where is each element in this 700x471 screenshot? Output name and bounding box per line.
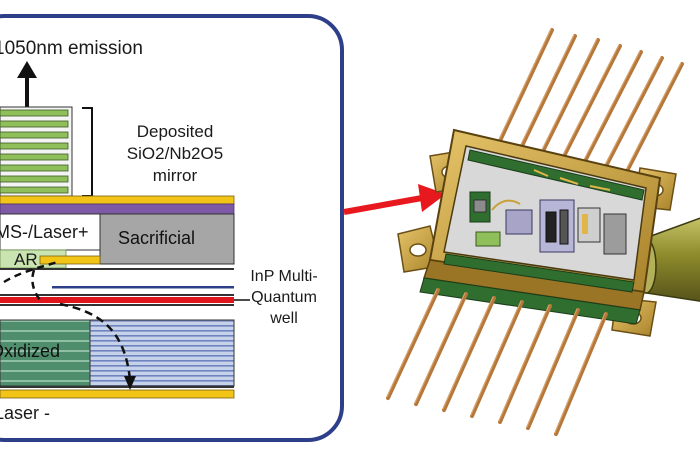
top-pins: [496, 28, 684, 177]
mode-path-upper: [3, 260, 59, 284]
oxidized-region: [0, 319, 91, 387]
current-path-arrowhead: [124, 376, 136, 390]
gap-line-top: [0, 268, 234, 270]
mqw-label-line3: well: [270, 310, 298, 327]
mirror-label: Deposited SiO2/Nb2O5 mirror: [100, 121, 250, 187]
ar-label: AR: [14, 250, 38, 269]
mems-gold-contact: [39, 255, 101, 265]
laser-minus-label: Laser -: [0, 403, 51, 423]
oxidized-label: Oxidized: [0, 341, 61, 361]
mqw-label-line1: InP Multi-: [250, 268, 318, 285]
top-gold-layer: [0, 195, 235, 205]
sacrificial-label: Sacrificial: [118, 228, 196, 248]
current-path: [59, 302, 132, 381]
mems-laser-label: MEMS-/Laser+: [0, 222, 89, 242]
mirror-label-line3: mirror: [152, 166, 198, 185]
sacrificial-layer: [99, 213, 235, 265]
emission-arrowhead: [17, 61, 37, 78]
packaged-device: [386, 28, 700, 436]
mqw-label: InP Multi- Quantum well: [244, 266, 324, 329]
cross-section-diagram: [0, 14, 344, 442]
active-region-red: [0, 297, 234, 303]
mqw-label-line2: Quantum: [251, 289, 317, 306]
emission-label: 1050nm emission: [0, 38, 143, 59]
bottom-dbr: [89, 319, 235, 387]
mirror-label-line1: Deposited: [136, 122, 214, 141]
gap-line-blue: [52, 286, 234, 289]
pointer-arrow: [343, 184, 446, 215]
purple-layer: [0, 203, 235, 215]
mode-path-inner: [31, 269, 42, 301]
mirror-label-line2: SiO2/Nb2O5: [126, 144, 224, 163]
bottom-pins: [386, 288, 608, 436]
bottom-gold-contact: [0, 389, 235, 399]
bottom-pcb: [419, 277, 641, 325]
deposited-mirror-stack: [0, 106, 73, 197]
package-body: [423, 128, 662, 311]
